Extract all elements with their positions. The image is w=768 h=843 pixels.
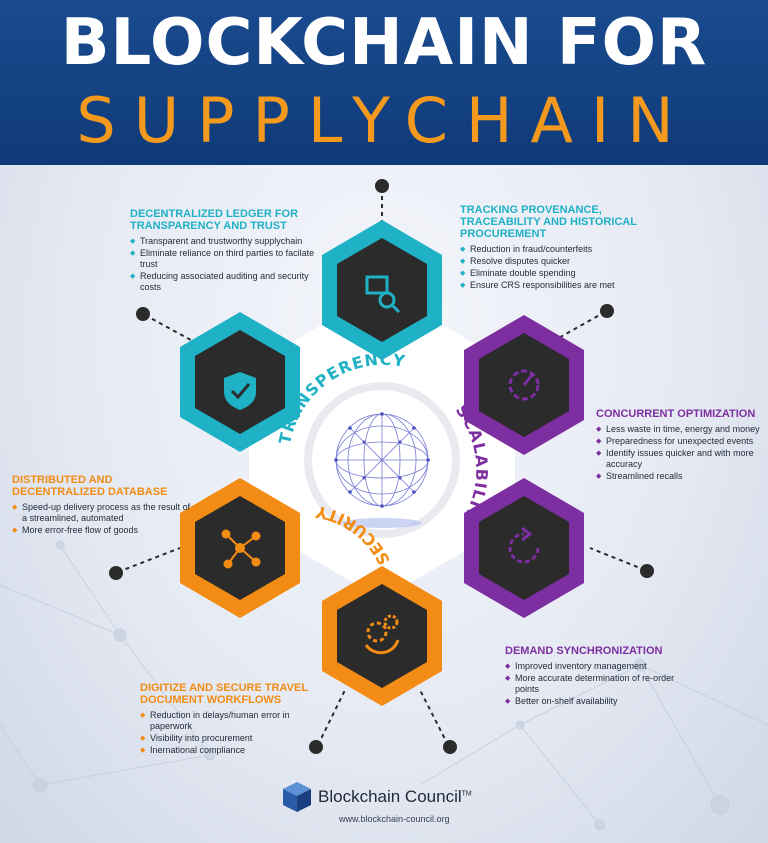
list-item: Streamlined recalls: [596, 471, 764, 482]
network-nodes-icon: [221, 529, 261, 569]
list-item: Eliminate reliance on third parties to f…: [130, 248, 315, 270]
footer-brand: Blockchain CouncilTM: [318, 787, 472, 807]
cube-logo-icon: [283, 782, 311, 812]
list-item: Identify issues quicker and with more ac…: [596, 448, 764, 470]
list-item: Speed-up delivery process as the result …: [12, 502, 194, 524]
footer-brand-name: Blockchain Council: [318, 787, 462, 806]
connector-dot-left-top: [136, 307, 150, 321]
connector-dot-right-bottom: [640, 564, 654, 578]
list-item: Ensure CRS responsibilities are met: [460, 280, 650, 291]
block-database-title: DISTRIBUTED AND DECENTRALIZED DATABASE: [12, 474, 168, 498]
block-documents: DIGITIZE AND SECURE TRAVEL DOCUMENT WORK…: [140, 682, 320, 757]
search-box-icon: [365, 275, 401, 314]
footer-trademark: TM: [461, 790, 472, 798]
connector-dot-right-top: [600, 304, 614, 318]
shield-check-icon: [224, 372, 256, 410]
list-item: Reduction in fraud/counterfeits: [460, 244, 650, 255]
block-demand-title: DEMAND SYNCHRONIZATION: [505, 645, 663, 657]
list-item: Resolve disputes quicker: [460, 256, 650, 267]
block-optimization-title: CONCURRENT OPTIMIZATION: [596, 408, 756, 420]
block-ledger: DECENTRALIZED LEDGER FOR TRANSPARENCY AN…: [130, 208, 315, 294]
list-item: More accurate determination of re-order …: [505, 673, 685, 695]
gear-cycle-icon: [364, 614, 400, 655]
sync-cycle-icon: [508, 526, 540, 564]
list-item: Preparedness for unexpected events: [596, 436, 764, 447]
block-optimization: CONCURRENT OPTIMIZATION Less waste in ti…: [596, 408, 764, 483]
gear-gauge-icon: [508, 369, 540, 401]
list-item: Visibility into procurement: [140, 733, 320, 744]
list-item: More error-free flow of goods: [12, 525, 194, 536]
connector-dot-left-bottom: [109, 566, 123, 580]
list-item: Improved inventory management: [505, 661, 685, 672]
block-database: DISTRIBUTED AND DECENTRALIZED DATABASE S…: [12, 474, 194, 537]
list-item: Eliminate double spending: [460, 268, 650, 279]
connector-dot-bottom-right: [443, 740, 457, 754]
list-item: Less waste in time, energy and money: [596, 424, 764, 435]
header-banner: BLOCKCHAIN FOR SUPPLYCHAIN: [0, 0, 768, 165]
block-demand: DEMAND SYNCHRONIZATION Improved inventor…: [505, 645, 685, 708]
block-ledger-title: DECENTRALIZED LEDGER FOR TRANSPARENCY AN…: [130, 208, 299, 232]
list-item: Better on-shelf availability: [505, 696, 685, 707]
block-documents-title: DIGITIZE AND SECURE TRAVEL DOCUMENT WORK…: [140, 682, 308, 706]
list-item: Transparent and trustworthy supplychain: [130, 236, 315, 247]
list-item: Inernational compliance: [140, 745, 320, 756]
block-provenance: TRACKING PROVENANCE, TRACEABILITY AND HI…: [460, 204, 650, 292]
title-line-2: SUPPLYCHAIN: [76, 84, 692, 157]
connector-dot-top: [375, 179, 389, 193]
globe-network-icon: [304, 382, 460, 538]
list-item: Reduction in delays/human error in paper…: [140, 710, 320, 732]
block-provenance-title: TRACKING PROVENANCE, TRACEABILITY AND HI…: [460, 204, 637, 240]
footer-url: www.blockchain-council.org: [339, 814, 450, 824]
list-item: Reducing associated auditing and securit…: [130, 271, 315, 293]
title-line-1: BLOCKCHAIN FOR: [60, 6, 708, 80]
